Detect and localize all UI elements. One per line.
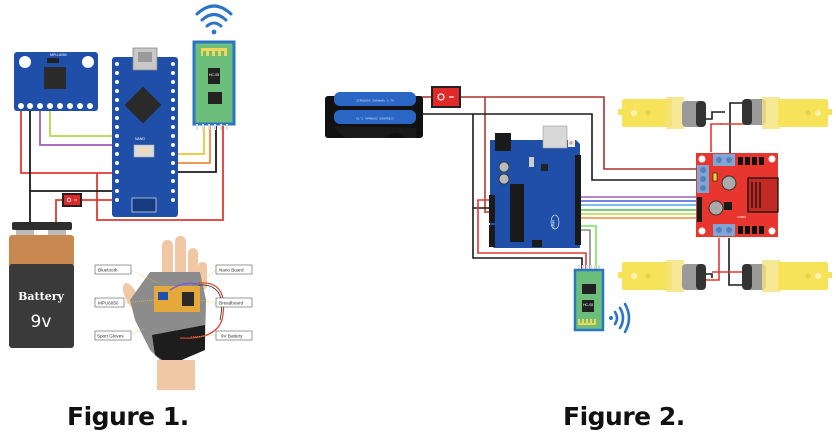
motor-bottom-right: [742, 260, 832, 292]
wire-motor-tr-black: [729, 102, 745, 154]
wire-motor-tl-red: [710, 123, 722, 152]
uno-label: UNO: [551, 220, 555, 228]
glove-callouts: Bluetooth MPU6050 Sport Gloves Nano Boar…: [94, 264, 253, 341]
wire-sda-lime: [49, 108, 115, 137]
glove-assembly-photo: [122, 236, 225, 390]
battery-cell-label-1: ICR18650 2600mAh 3.7V: [356, 99, 394, 103]
mpu-board-label: MPU-6050: [50, 53, 67, 57]
wire-vcc-red: [20, 108, 115, 174]
callout-breadboard: Breadboard: [219, 301, 243, 306]
bt-chip-label: HC-05: [209, 73, 219, 77]
figure1-wires: [20, 108, 224, 225]
figure-2: ICR18650 2600mAh 3.7V ICR18650 2600mAh 3…: [325, 86, 832, 334]
nano-pin-column-right: [171, 62, 175, 202]
wire-bt-orange: [176, 126, 211, 164]
arduino-nano-board: NANO: [112, 47, 178, 217]
motor-top-left: [618, 97, 706, 129]
wire-batt-black: [420, 113, 700, 181]
wire-switch-red: [55, 199, 62, 225]
battery-holder-18650: ICR18650 2600mAh 3.7V ICR18650 2600mAh 3…: [325, 92, 423, 138]
motor-top-right: [742, 97, 832, 129]
arduino-uno-board: UNO: [489, 125, 581, 248]
nano-label: NANO: [135, 137, 145, 141]
wire-motor-bl-red: [700, 238, 720, 281]
figure2-wires: [420, 96, 745, 286]
callout-sport-gloves: Sport Gloves: [97, 334, 124, 339]
figure-1-caption: Figure 1.: [67, 402, 189, 431]
wire-power-loop-red: [96, 126, 224, 221]
battery-9v: Battery 9v: [9, 222, 74, 348]
power-switch-fig2[interactable]: [431, 86, 461, 108]
battery-voltage: 9v: [31, 312, 52, 332]
nano-pin-column-left: [115, 62, 119, 202]
wire-uno-to-bt-green: [576, 225, 597, 270]
bt-pins-fig2: [578, 265, 600, 271]
mpu6050-board: MPU-6050: [14, 52, 98, 111]
wire-bt-black: [176, 126, 217, 173]
hc05-module-fig1: HC-05: [192, 40, 236, 130]
battery-label: Battery: [18, 290, 64, 303]
wire-uno-to-bt-red: [477, 199, 587, 270]
bt-pins-fig1: [196, 124, 228, 130]
callout-nano-board: Nano Board: [219, 268, 244, 273]
power-switch-fig1[interactable]: [62, 193, 82, 207]
motor-bottom-left: [618, 260, 706, 292]
wire-scl-purple: [39, 108, 115, 146]
wire-bt-yellow: [176, 126, 205, 155]
battery-cell-label-2: ICR18650 2600mAh 3.7V: [356, 117, 394, 121]
l298n-motor-driver: L298N: [696, 153, 779, 237]
figure-1: MPU-6050 NANO: [9, 4, 253, 390]
wireless-signal-icon: [195, 4, 233, 35]
driver-label: L298N: [737, 215, 746, 219]
bt-chip-label-fig2: HC-05: [583, 303, 593, 307]
signal-waves-icon: [609, 302, 631, 334]
mpu-pin-holes: [18, 103, 93, 109]
callout-9v-battery: 9V Battery: [221, 334, 243, 339]
wire-uno-to-bt-black: [472, 208, 583, 270]
wire-motor-br-black: [728, 238, 745, 286]
callout-bluetooth: Bluetooth: [98, 268, 118, 273]
wire-switch-to-driver-red: [460, 96, 700, 170]
figure-2-caption: Figure 2.: [563, 402, 685, 431]
callout-mpu6050: MPU6050: [98, 301, 119, 306]
hc05-module-fig2: HC-05: [573, 265, 605, 332]
